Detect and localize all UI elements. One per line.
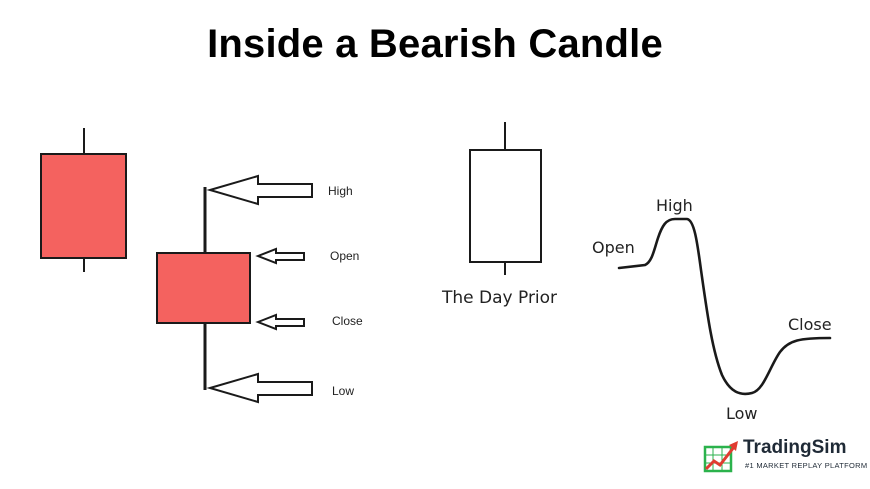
reference-candle-body: [40, 153, 127, 259]
inside-bearish-candle: [156, 187, 251, 390]
curve-open-label: Open: [592, 238, 635, 257]
inside-candle-body: [156, 252, 251, 324]
curve-high-label: High: [656, 196, 693, 215]
curve-low-label: Low: [726, 404, 758, 423]
prior-day-label: The Day Prior: [441, 288, 557, 308]
brand-tagline: #1 MARKET REPLAY PLATFORM: [745, 461, 868, 470]
tradingsim-logo-icon: [703, 441, 738, 473]
curve-close-label: Close: [788, 315, 832, 334]
reference-bearish-candle: [40, 128, 127, 272]
close-arrow: [255, 313, 305, 331]
prior-day-candle: [469, 122, 542, 275]
low-label: Low: [332, 384, 354, 398]
open-arrow: [255, 247, 305, 265]
open-label: Open: [330, 249, 359, 263]
high-arrow: [206, 174, 313, 206]
tradingsim-logo: TradingSim #1 MARKET REPLAY PLATFORM: [703, 437, 867, 477]
brand-name: TradingSim: [743, 437, 847, 458]
low-arrow: [206, 372, 313, 404]
diagram-title: Inside a Bearish Candle: [207, 22, 663, 66]
price-path-curve: [617, 217, 832, 396]
high-label: High: [328, 184, 353, 198]
prior-candle-body: [469, 149, 542, 263]
close-label: Close: [332, 314, 363, 328]
